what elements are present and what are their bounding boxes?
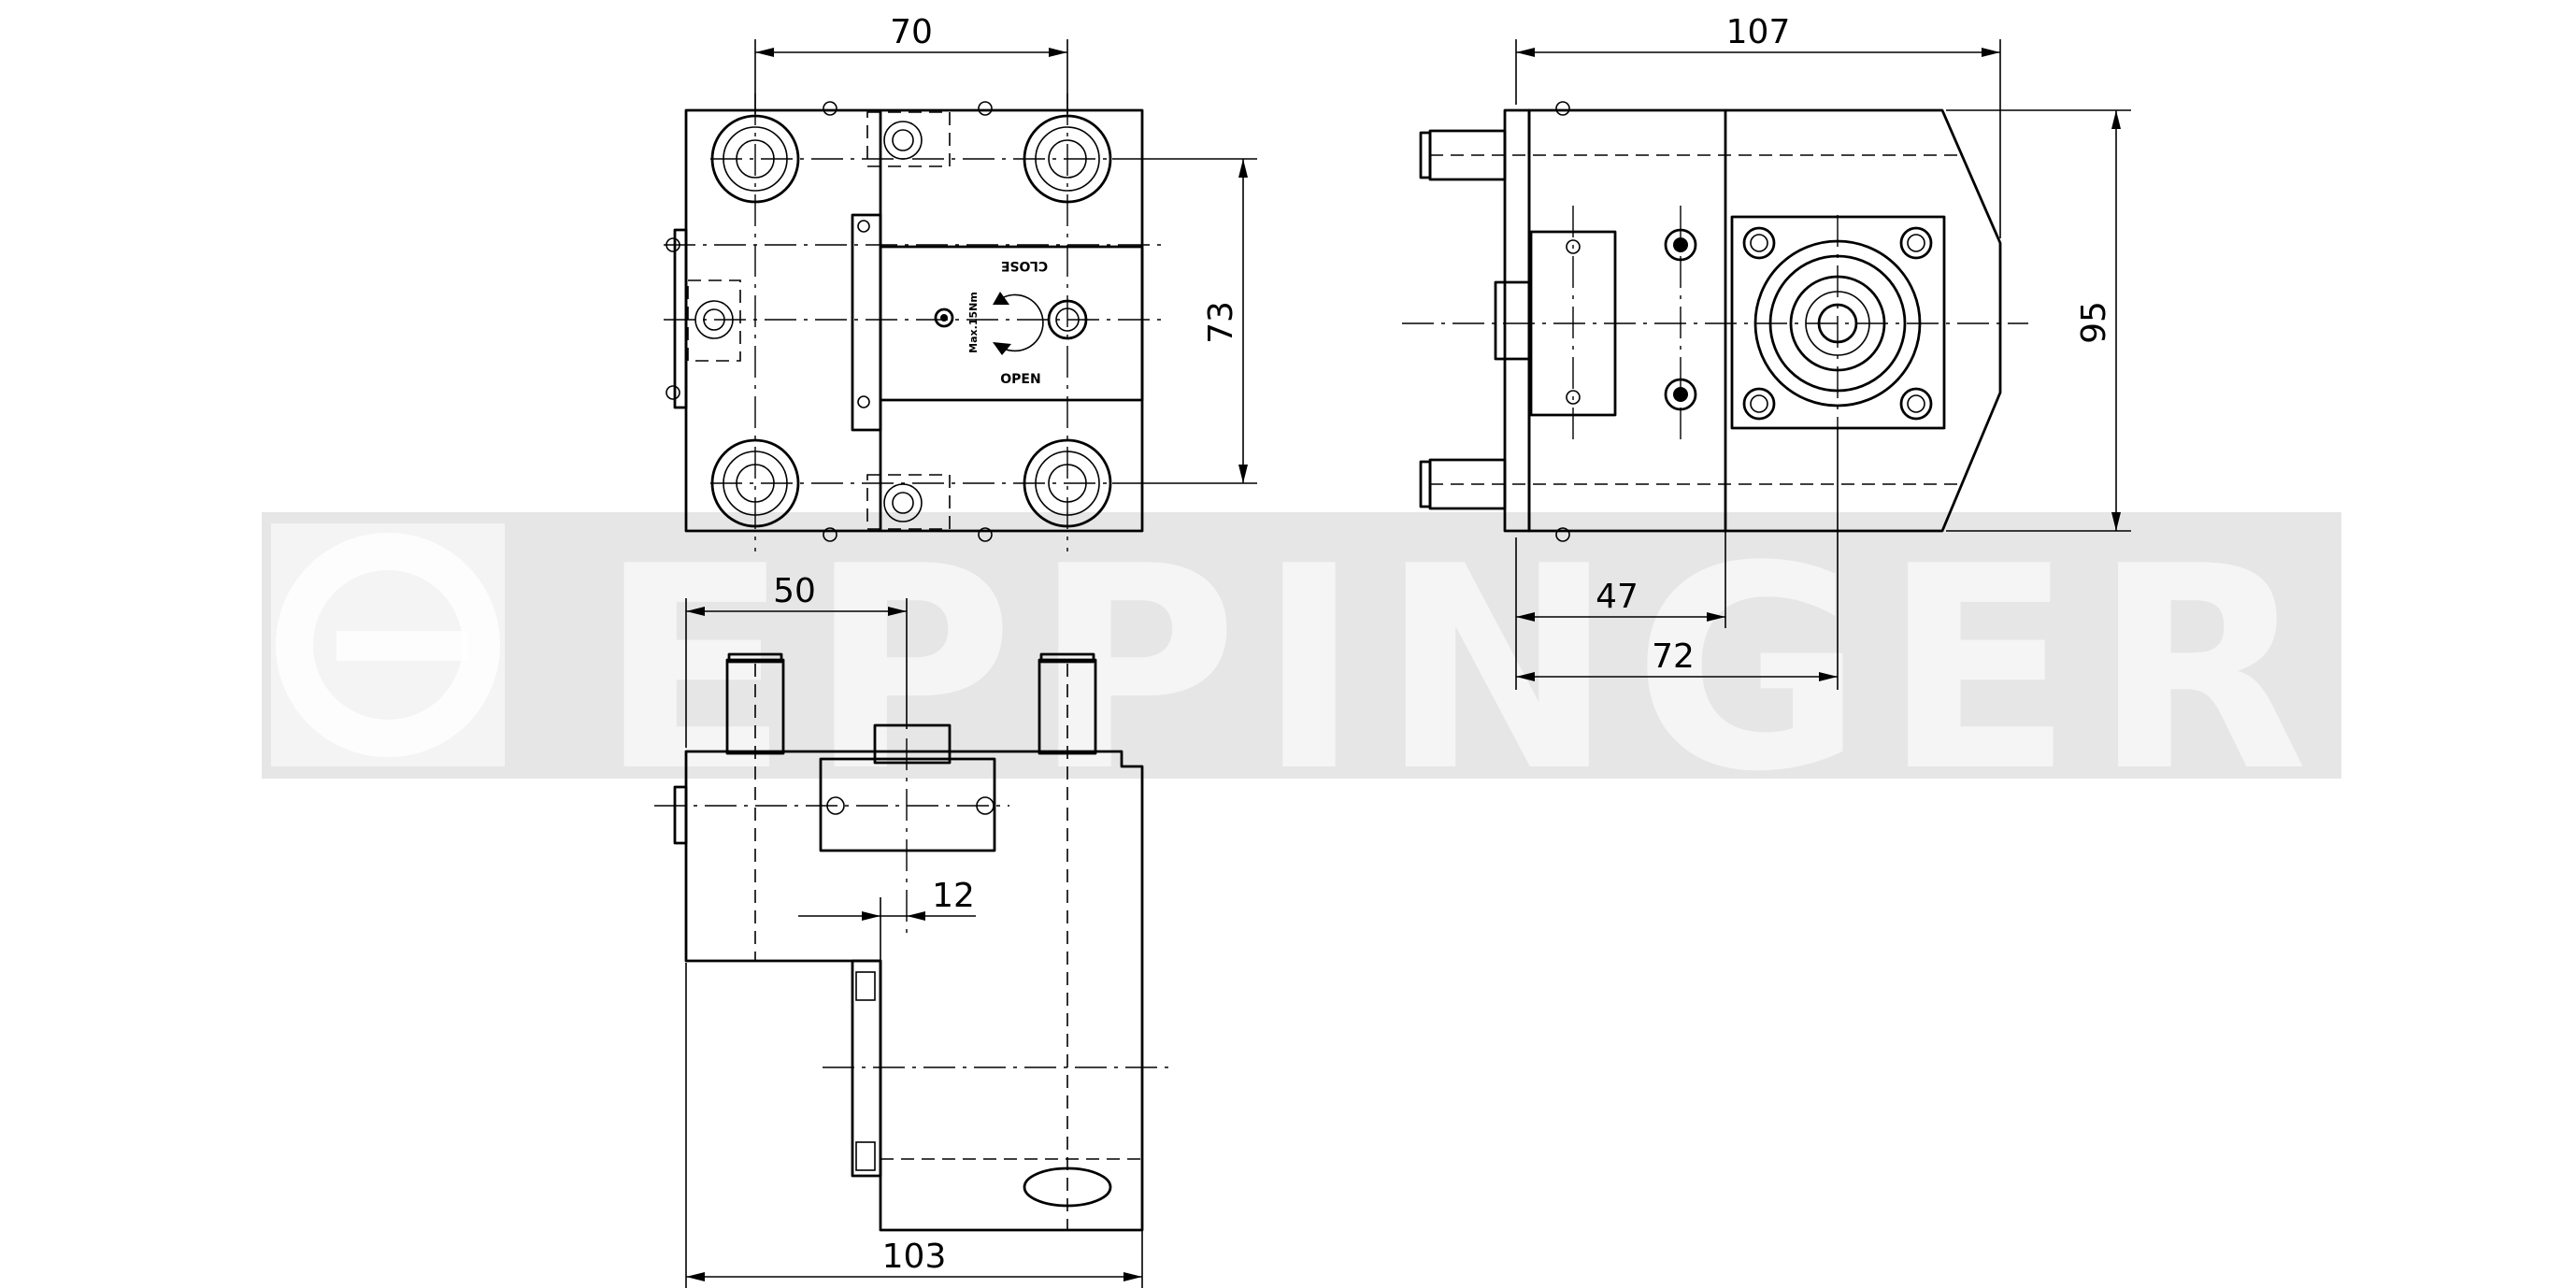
key-mark-label: Max.15Nm (967, 292, 980, 353)
watermark-logo (271, 523, 505, 766)
open-label: OPEN (1000, 372, 1040, 387)
dim-side-offset-b: 72 (1652, 637, 1695, 676)
dim-front-width: 70 (890, 13, 933, 51)
dim-side-height: 95 (2075, 301, 2113, 344)
top-view: 50 12 103 (654, 572, 1168, 1288)
dim-top-offset: 50 (773, 572, 816, 610)
watermark-band (262, 512, 2341, 779)
watermark-text: EPPINGER (598, 507, 2327, 833)
watermark: EPPINGER (262, 507, 2341, 833)
side-view: 107 95 47 72 (1402, 13, 2131, 690)
dim-side-offset-a: 47 (1596, 578, 1639, 616)
close-label: CLOSE (1001, 258, 1048, 273)
dim-front-height: 73 (1202, 301, 1240, 344)
dim-top-width: 103 (882, 1238, 947, 1276)
front-view: CLOSE OPEN Max.15Nm 70 73 (664, 13, 1257, 551)
dim-side-width: 107 (1726, 13, 1791, 51)
dim-top-step: 12 (932, 877, 975, 915)
